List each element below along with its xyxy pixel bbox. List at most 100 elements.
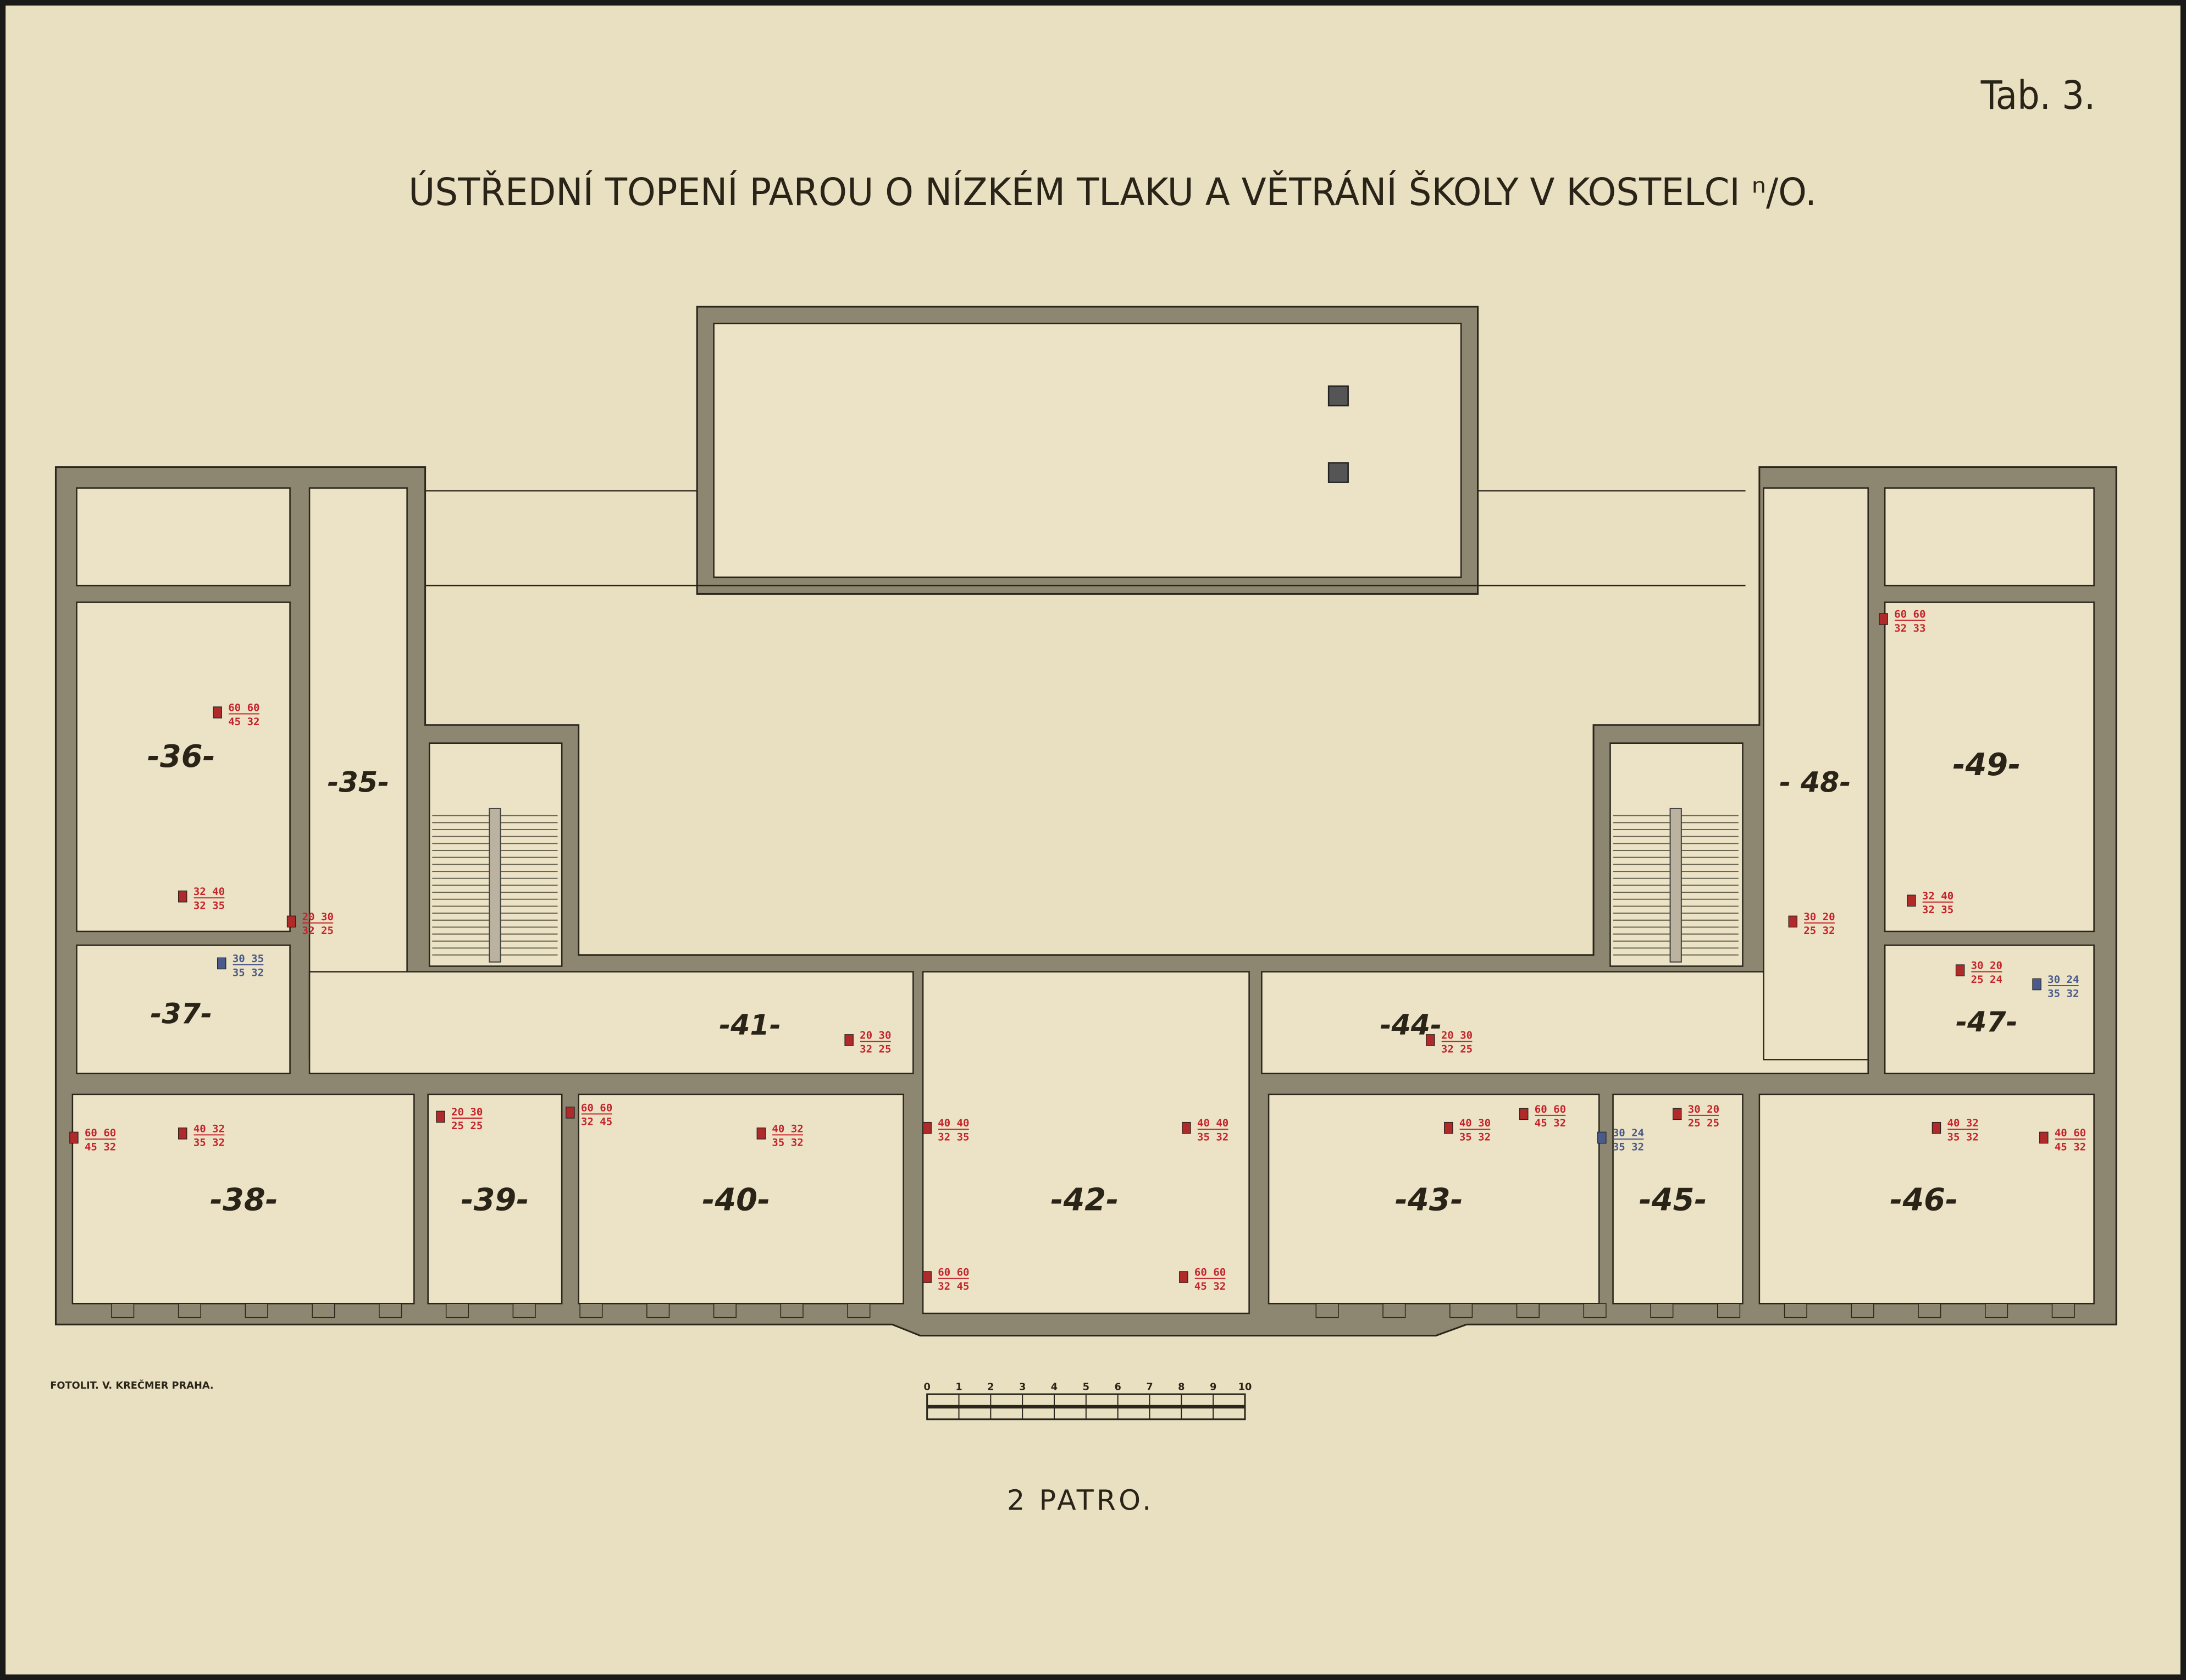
scale-tick-label: 0 [923, 1381, 930, 1392]
radiator-icon [178, 890, 187, 903]
annotation-bottom: 32 45 [938, 1280, 969, 1292]
toilets-right [1884, 487, 2095, 587]
room-label-35: -35- [327, 766, 389, 799]
scale-tick-label: 1 [955, 1381, 962, 1392]
heating-annotation: 40 40 32 35 [922, 1117, 969, 1143]
annotation-bottom: 35 32 [1613, 1141, 1644, 1153]
annotation-top: 40 40 [938, 1117, 969, 1129]
radiator-icon [1179, 1271, 1188, 1283]
window-pier [1315, 1303, 1339, 1318]
annotation-bottom: 45 32 [85, 1141, 116, 1153]
chimney [1327, 462, 1349, 483]
radiator-icon [1597, 1131, 1607, 1144]
window-pier [379, 1303, 402, 1318]
radiator-icon [1788, 915, 1797, 928]
room-label-39: -39- [461, 1182, 529, 1218]
heating-annotation: 32 40 32 35 [1907, 890, 1953, 916]
window-pier [445, 1303, 469, 1318]
chimney [1327, 385, 1349, 407]
printer-credit: FOTOLIT. V. KREČMER PRAHA. [50, 1379, 213, 1391]
window-pier [780, 1303, 804, 1318]
annotation-top: 20 30 [451, 1106, 483, 1118]
room-label-45: -45- [1639, 1182, 1707, 1218]
window-pier [1851, 1303, 1874, 1318]
window-pier [579, 1303, 603, 1318]
heating-annotation: 40 32 35 32 [756, 1123, 804, 1149]
annotation-top: 20 30 [1441, 1029, 1473, 1041]
annotation-top: 40 60 [2055, 1127, 2086, 1139]
annotation-top: 30 20 [1971, 960, 2002, 972]
window-pier [1382, 1303, 1406, 1318]
radiator-icon [1444, 1121, 1453, 1134]
heating-annotation: 60 60 45 32 [1519, 1103, 1566, 1129]
annotation-bottom: 35 32 [233, 966, 264, 979]
annotation-bottom: 35 32 [772, 1137, 803, 1149]
room-label-36: -36- [147, 739, 215, 775]
radiator-icon [1182, 1121, 1191, 1134]
annotation-bottom: 32 25 [1441, 1043, 1473, 1055]
heating-annotation: 30 20 25 25 [1672, 1103, 1719, 1129]
annotation-top: 32 40 [193, 886, 225, 898]
annotation-top: 40 32 [193, 1123, 225, 1135]
room-45 [1612, 1093, 1744, 1305]
window-pier [1918, 1303, 1941, 1318]
room-48 [1763, 487, 1869, 1060]
room-36 [76, 601, 291, 932]
window-pier [1583, 1303, 1607, 1318]
room-label-46: -46- [1890, 1182, 1958, 1218]
annotation-top: 30 24 [2047, 974, 2079, 986]
room-label-37: -37- [150, 997, 212, 1030]
annotation-top: 60 60 [1535, 1103, 1566, 1115]
annotation-bottom: 32 35 [938, 1131, 969, 1143]
scale-tick-label: 4 [1051, 1381, 1058, 1392]
annotation-bottom: 25 25 [1688, 1117, 1719, 1129]
annotation-bottom: 25 32 [1803, 925, 1835, 937]
annotation-bottom: 25 24 [1971, 974, 2002, 986]
annotation-bottom: 45 32 [1535, 1117, 1566, 1129]
annotation-bottom: 35 32 [1947, 1131, 1979, 1143]
heating-annotation: 20 30 32 25 [1426, 1029, 1473, 1055]
radiator-icon [69, 1131, 79, 1144]
toilets-left [76, 487, 291, 587]
room-37 [76, 944, 291, 1075]
annotation-top: 30 20 [1688, 1103, 1719, 1115]
annotation-top: 30 35 [233, 953, 264, 965]
corridor-left [308, 971, 914, 1075]
scale-tick-label: 8 [1178, 1381, 1185, 1392]
annotation-bottom: 45 32 [228, 716, 259, 728]
scale-tick-label: 10 [1238, 1381, 1252, 1392]
room-35 [308, 487, 408, 1060]
radiator-icon [178, 1128, 187, 1140]
window-pier [312, 1303, 335, 1318]
annotation-bottom: 32 25 [302, 925, 334, 937]
window-pier [1784, 1303, 1807, 1318]
room-49 [1884, 601, 2095, 932]
annotation-top: 40 32 [1947, 1117, 1979, 1129]
annotation-bottom: 32 35 [1922, 904, 1953, 916]
window-pier [245, 1303, 268, 1318]
scale-tick-label: 2 [987, 1381, 994, 1392]
gymnasium-room [713, 323, 1462, 578]
window-pier [713, 1303, 737, 1318]
radiator-icon [213, 706, 222, 719]
room-43 [1268, 1093, 1600, 1305]
radiator-icon [1672, 1108, 1682, 1120]
annotation-top: 20 30 [860, 1029, 891, 1041]
radiator-icon [1426, 1034, 1435, 1046]
floor-label: 2 PATRO. [1007, 1484, 1154, 1517]
annotation-top: 32 40 [1922, 890, 1953, 902]
annotation-bottom: 35 32 [1459, 1131, 1491, 1143]
window-pier [1985, 1303, 2008, 1318]
annotation-top: 30 20 [1803, 911, 1835, 923]
annotation-top: 40 32 [772, 1123, 803, 1135]
